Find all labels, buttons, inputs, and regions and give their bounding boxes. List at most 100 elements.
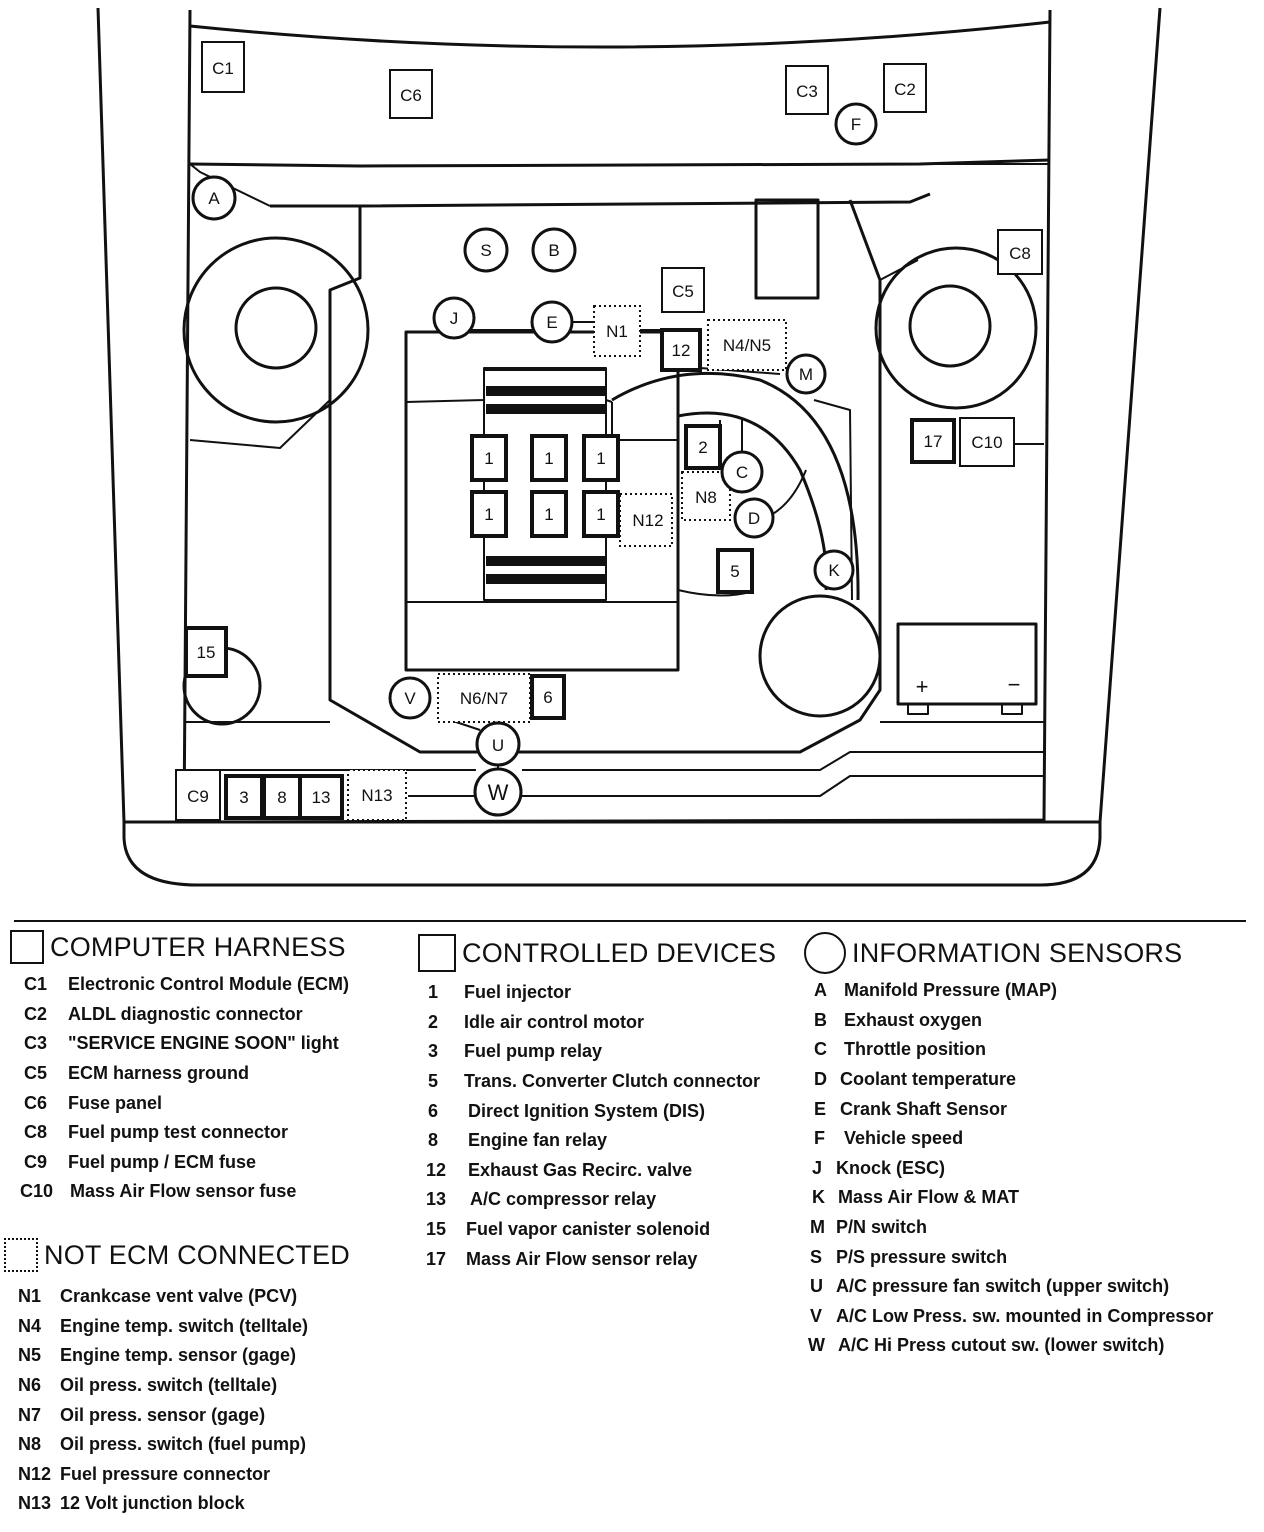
label-1f: 1 (596, 505, 605, 524)
label-C: C (736, 463, 748, 482)
label-C5: C5 (672, 282, 694, 301)
label-15: 15 (197, 643, 216, 662)
vehicle-outline (96, 7, 1162, 887)
box-C2 (883, 63, 927, 113)
label-N13: N13 (361, 786, 392, 805)
circle-symbol-icon (804, 932, 846, 974)
box-N6N7 (437, 673, 531, 723)
label-8: 8 (277, 788, 286, 807)
label-D: D (748, 509, 760, 528)
label-1b: 1 (544, 449, 553, 468)
legend-title: NOT ECM CONNECTED (44, 1239, 350, 1270)
circle-V (388, 676, 432, 720)
cowl-curve (189, 20, 1051, 49)
list-item: C3"SERVICE ENGINE SOON" light (24, 1033, 339, 1054)
label-1d: 1 (484, 505, 493, 524)
box-13 (298, 774, 344, 820)
circle-C (720, 450, 764, 494)
box-1e (530, 490, 568, 538)
box-2 (684, 424, 722, 470)
label-M: M (799, 365, 813, 384)
dotted-square-symbol-icon (4, 1238, 38, 1272)
circle-F (834, 102, 878, 146)
box-C3 (785, 65, 829, 115)
box-1d (470, 490, 508, 538)
label-A: A (208, 189, 220, 208)
box-C1 (201, 41, 245, 93)
box-1a (470, 434, 508, 482)
label-F: F (851, 115, 861, 134)
box-8 (262, 774, 302, 820)
box-C10 (959, 417, 1015, 467)
box-1b (530, 434, 568, 482)
label-N4N5: N4/N5 (723, 336, 771, 355)
label-E: E (546, 313, 557, 332)
circle-U (475, 721, 521, 767)
box-12 (660, 328, 702, 372)
label-C8: C8 (1009, 244, 1031, 263)
box-C8 (997, 229, 1043, 275)
square-symbol-icon (10, 930, 44, 964)
label-N1: N1 (606, 322, 628, 341)
circle-D (733, 497, 775, 539)
battery-plus: + (916, 674, 929, 699)
label-C2: C2 (894, 80, 916, 99)
label-J: J (450, 309, 459, 328)
box-5 (716, 548, 754, 594)
label-C9: C9 (187, 787, 209, 806)
circle-S (463, 227, 509, 273)
label-2: 2 (698, 438, 707, 457)
label-5: 5 (730, 562, 739, 581)
label-U: U (492, 736, 504, 755)
legend-title: COMPUTER HARNESS (50, 931, 346, 962)
box-1c (582, 434, 620, 482)
box-N8 (681, 471, 731, 521)
label-C3: C3 (796, 82, 818, 101)
label-K: K (828, 561, 840, 580)
label-17: 17 (924, 432, 943, 451)
box-1f (582, 490, 620, 538)
label-N8: N8 (695, 488, 717, 507)
box-N4N5 (707, 319, 787, 371)
box-15 (184, 626, 228, 678)
label-C10: C10 (971, 433, 1002, 452)
air-cleaner (758, 594, 882, 718)
legend-separator (14, 920, 1246, 922)
circle-M (785, 353, 827, 395)
label-12: 12 (672, 341, 691, 360)
legend-title: CONTROLLED DEVICES (462, 937, 777, 968)
